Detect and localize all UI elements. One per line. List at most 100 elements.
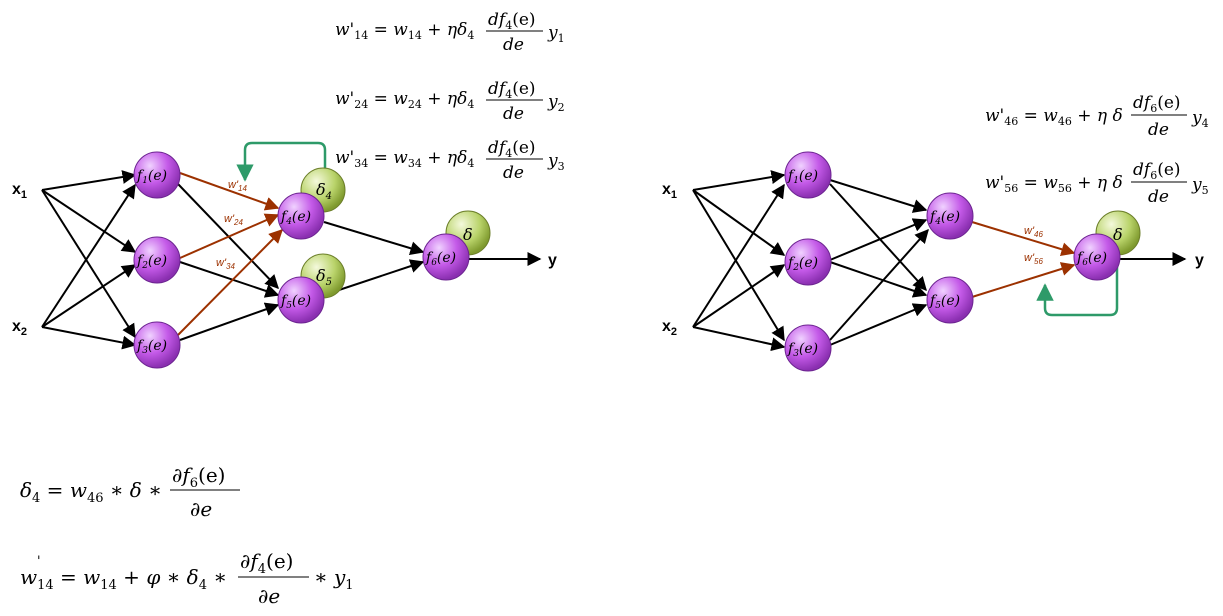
node-f2 — [133, 236, 181, 284]
node-f4-label: f4(e) — [280, 209, 311, 227]
formula-w46: w'46 = w46 + η δ df6(e) de y4 — [985, 93, 1209, 140]
left-input-edges — [41, 170, 137, 350]
svg-text:y3: y3 — [547, 151, 565, 173]
edge-m3-m5 — [829, 303, 928, 346]
delta4-label: δ4 — [316, 180, 332, 202]
delta6-label-left: δ — [463, 225, 473, 244]
node-f4 — [277, 192, 325, 240]
node-f3-label: f3(e) — [136, 338, 167, 356]
edge-x1-m1 — [692, 170, 786, 191]
edge-m4-m6 — [971, 221, 1076, 257]
left-weight-edges — [177, 172, 283, 336]
svg-text:y2: y2 — [547, 92, 565, 114]
edge-f2-f4 — [179, 213, 280, 259]
svg-text:de: de — [503, 35, 524, 55]
left-network: f1(e) f2(e) f3(e) f4(e) f5(e) f6(e) δ4 δ… — [12, 141, 557, 369]
edge-x2-f3 — [41, 326, 137, 350]
node-m2 — [784, 238, 832, 286]
edge-m1-m4 — [829, 179, 928, 213]
svg-text:w'24 = w24 + ηδ4: w'24 = w24 + ηδ4 — [335, 89, 474, 111]
node-m5 — [926, 276, 974, 324]
svg-text:df4(e): df4(e) — [488, 79, 536, 101]
edge-m3-m4 — [829, 228, 929, 341]
svg-text:de: de — [1148, 120, 1169, 140]
node-m1-label: f1(e) — [787, 168, 818, 186]
bottom-formulas: δ4 = w46 ∗ δ ∗ ∂f6(e) ∂e w14 = w14 + φ ∗… — [20, 463, 354, 608]
node-f5 — [277, 276, 325, 324]
node-m6-label: f6(e) — [1076, 250, 1107, 268]
node-f2-label: f2(e) — [136, 253, 167, 271]
edge-x2-m2 — [692, 264, 786, 328]
svg-text:∂e: ∂e — [190, 497, 212, 521]
left-feedback-arrow — [236, 141, 327, 182]
svg-text:de: de — [1148, 187, 1169, 207]
edge-x1-f3 — [41, 189, 136, 339]
input-x1-left: x1 — [12, 181, 27, 201]
right-weight-edges — [971, 221, 1076, 298]
weight-w34-label: w'34 — [216, 257, 235, 271]
edge-x1-m2 — [692, 189, 786, 256]
svg-text:y4: y4 — [1191, 108, 1209, 130]
edge-x2-m1 — [692, 183, 785, 328]
svg-text:df4(e): df4(e) — [488, 138, 536, 160]
output-y-right: y — [1195, 252, 1204, 269]
svg-text:w'56 = w56 + η δ: w'56 = w56 + η δ — [985, 173, 1123, 195]
edge-m2-m4 — [829, 218, 928, 261]
formula-w24: w'24 = w24 + ηδ4 df4(e) de y2 — [335, 79, 565, 124]
right-formulas: w'46 = w46 + η δ df6(e) de y4 w'56 = w56… — [985, 93, 1209, 207]
edge-x1-m3 — [692, 189, 785, 342]
node-m3-label: f3(e) — [787, 341, 818, 359]
node-f1 — [133, 151, 181, 199]
delta6-label-right: δ — [1113, 225, 1123, 244]
input-x1-right: x1 — [662, 181, 677, 201]
svg-text:df6(e): df6(e) — [1133, 160, 1181, 182]
node-f1-label: f1(e) — [136, 168, 167, 186]
edge-f4-f6 — [323, 221, 425, 256]
node-m4-label: f4(e) — [929, 209, 960, 227]
node-f6 — [422, 233, 470, 281]
edge-m5-m6 — [971, 262, 1076, 298]
formula-w14-bottom: w14 = w14 + φ ∗ δ4 ∗ ' ∂f4(e) ∂e ∗ y1 — [20, 549, 354, 608]
svg-text:∗ y1: ∗ y1 — [314, 565, 354, 593]
weight-w46-label: w'46 — [1024, 225, 1043, 239]
right-feedback-arrow — [1036, 262, 1119, 317]
output-y-left: y — [548, 252, 557, 269]
svg-text:w14 = w14 + φ ∗ δ4 ∗: w14 = w14 + φ ∗ δ4 ∗ — [20, 565, 227, 593]
left-formulas: w'14 = w14 + ηδ4 df4(e) de y1 w'24 = w24… — [335, 10, 565, 183]
right-black-edges — [692, 170, 1187, 352]
node-m4 — [926, 192, 974, 240]
svg-text:δ4 = w46 ∗ δ ∗: δ4 = w46 ∗ δ ∗ — [20, 478, 162, 506]
svg-text:': ' — [37, 554, 41, 569]
edge-f1-f4 — [179, 172, 280, 211]
weight-w14-label: w'14 — [228, 179, 247, 193]
edge-m1-m5 — [829, 183, 927, 292]
svg-text:∂f6(e): ∂f6(e) — [172, 463, 225, 491]
edge-f3-f5 — [179, 302, 280, 341]
svg-text:df4(e): df4(e) — [488, 10, 536, 32]
svg-text:w'14 = w14 + ηδ4: w'14 = w14 + ηδ4 — [335, 20, 474, 42]
node-m1 — [784, 151, 832, 199]
svg-text:∂f4(e): ∂f4(e) — [240, 549, 293, 577]
edge-f2-f5 — [179, 261, 280, 298]
edge-x2-f1 — [41, 183, 136, 328]
svg-text:df6(e): df6(e) — [1133, 93, 1181, 115]
edge-x2-m3 — [692, 326, 786, 352]
right-network: f1(e) f2(e) f3(e) f4(e) f5(e) f6(e) δ w'… — [662, 151, 1204, 372]
node-m5-label: f5(e) — [929, 293, 960, 311]
formula-delta4: δ4 = w46 ∗ δ ∗ ∂f6(e) ∂e — [20, 463, 240, 521]
svg-text:de: de — [503, 104, 524, 124]
svg-text:y5: y5 — [1191, 175, 1209, 197]
edge-f3-f4 — [177, 229, 283, 336]
svg-text:∂e: ∂e — [258, 584, 280, 608]
node-f5-label: f5(e) — [280, 293, 311, 311]
input-x2-right: x2 — [662, 318, 677, 338]
input-x2-left: x2 — [12, 318, 27, 338]
weight-w56-label: w'56 — [1024, 252, 1043, 266]
delta5-label: δ5 — [316, 266, 332, 288]
svg-text:de: de — [503, 163, 524, 183]
edge-x1-f1 — [41, 170, 137, 191]
node-m2-label: f2(e) — [787, 255, 818, 273]
node-f3 — [133, 321, 181, 369]
svg-text:y1: y1 — [547, 23, 565, 45]
